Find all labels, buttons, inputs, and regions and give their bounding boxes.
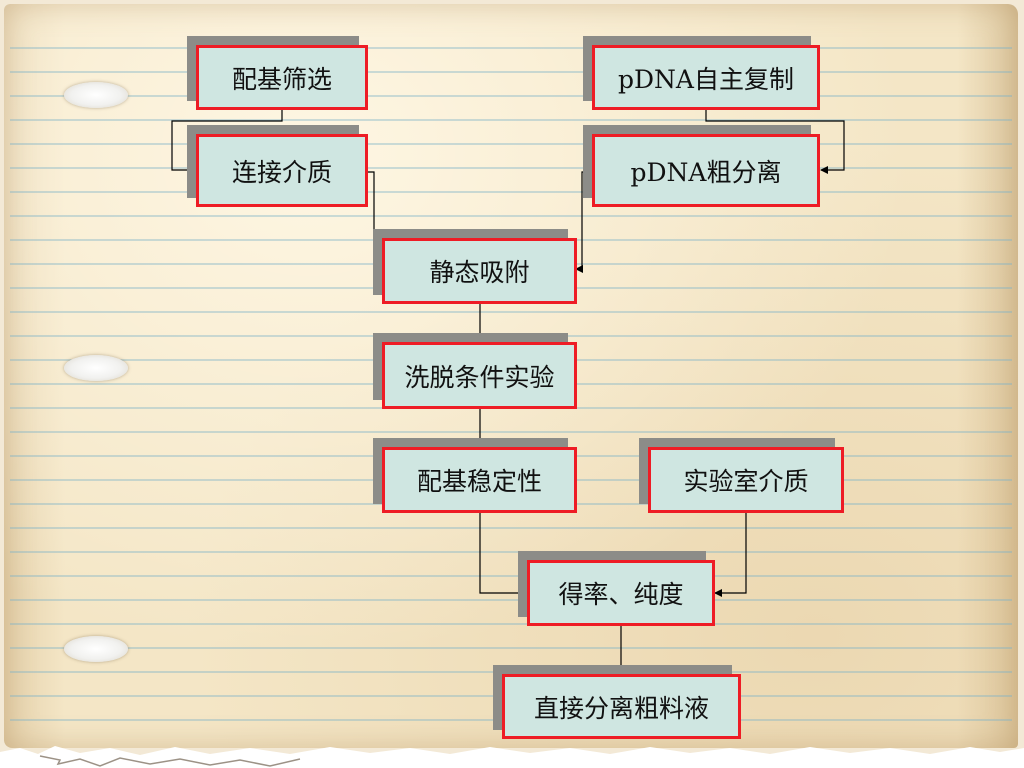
torn-paper-edge (0, 746, 1024, 768)
node-elution-experiment: 洗脱条件实验 (382, 342, 577, 409)
node-pdna-crude-separation: pDNA粗分离 (592, 134, 820, 207)
node-ligand-screening: 配基筛选 (196, 45, 368, 110)
binder-hole-top (64, 82, 128, 108)
node-static-adsorption: 静态吸附 (382, 238, 577, 304)
binder-hole-bottom (64, 636, 128, 662)
connector-lab-media-to-yield-purity (714, 513, 747, 597)
connector-crude-separation-to-static-adsorption (575, 171, 592, 273)
node-ligand-stability: 配基稳定性 (382, 447, 577, 513)
node-lab-media: 实验室介质 (648, 447, 844, 513)
connector-linking-media-to-static-adsorption (368, 171, 383, 273)
node-yield-purity: 得率、纯度 (527, 560, 715, 626)
node-pdna-replication: pDNA自主复制 (592, 45, 820, 110)
connector-ligand-screening-to-linking-media (171, 110, 283, 174)
node-direct-crude-separation: 直接分离粗料液 (502, 674, 741, 739)
connector-ligand-stability-to-yield-purity (479, 513, 527, 597)
binder-hole-middle (64, 355, 128, 381)
node-linking-media: 连接介质 (196, 134, 368, 207)
connector-pdna-replication-to-crude-separation (705, 110, 845, 174)
